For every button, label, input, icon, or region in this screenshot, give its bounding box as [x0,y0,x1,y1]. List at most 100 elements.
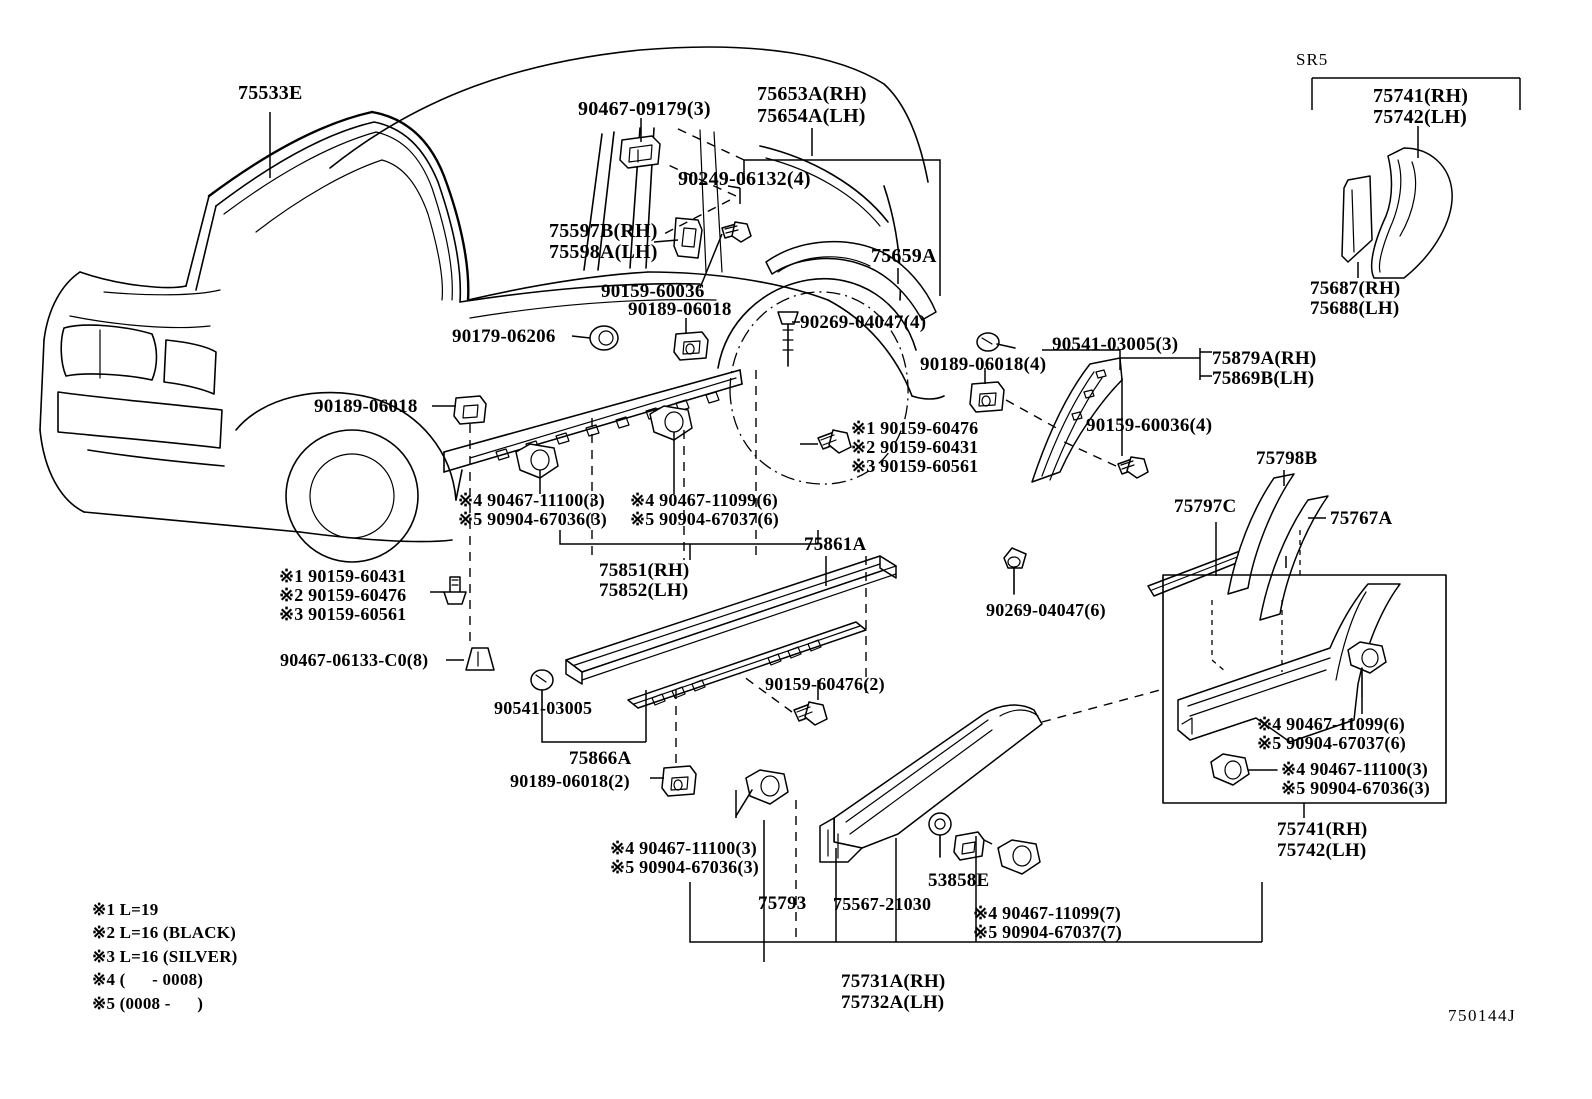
label-90467-06133: 90467-06133-C0(8) [280,650,429,670]
label-75687-rh: 75687(RH) [1310,278,1401,299]
truck-illustration [39,46,945,563]
push-clip-icon-cluster-b [515,443,559,479]
clip-icon-90467-09179 [619,135,661,169]
note-90159-60431-r: ※2 90159-60431 [851,437,979,457]
label-75742-lh-inset: 75742(LH) [1277,840,1367,861]
screw-icon-note-left [443,576,467,605]
note-90467-11099-7: ※4 90467-11099(7) [973,903,1121,923]
label-53858E: 53858E [928,870,990,891]
label-90541-03005-3: 90541-03005(3) [1052,334,1179,355]
label-75851-rh: 75851(RH) [599,560,690,581]
note-90467-11100-3c: ※4 90467-11100(3) [610,838,757,858]
label-sr5-group: SR5 [1296,50,1329,69]
note-90159-60476-l: ※2 90159-60476 [279,585,407,605]
label-75767A: 75767A [1330,508,1393,529]
label-75731A-rh: 75731A(RH) [841,971,946,992]
legend-block: ※1 L=19 ※2 L=16 (BLACK) ※3 L=16 (SILVER)… [92,900,238,1013]
label-75659A: 75659A [871,245,937,267]
diagram-code: 750144J [1448,1006,1517,1025]
label-75688-lh: 75688(LH) [1310,298,1400,319]
label-75533E: 75533E [238,82,303,104]
note-90467-11100-3b: ※4 90467-11100(3) [1281,759,1428,779]
push-clip-icon-cluster-c [649,405,693,441]
label-75732A-lh: 75732A(LH) [841,992,945,1013]
panel-75731A-art [819,704,1043,863]
label-90189-06018: 90189-06018 [628,299,732,320]
push-clip-icon-90467-06133 [465,647,495,671]
label-75741-rh-inset: 75741(RH) [1277,819,1368,840]
note-90467-11099-6b: ※4 90467-11099(6) [1257,714,1405,734]
push-clip-icon-inset-a [1347,641,1387,697]
label-90159-60036-4: 90159-60036(4) [1086,415,1213,436]
label-90541-03005: 90541-03005 [494,698,593,718]
label-75879A-rh: 75879A(RH) [1212,348,1317,369]
rivet-icon-90269-04047-4 [777,311,799,367]
label-90189-06018-4: 90189-06018(4) [920,354,1047,375]
label-90179-06206: 90179-06206 [452,326,556,347]
flare-75741-art [1370,147,1453,279]
clip-icon-90189-06018-4 [969,381,1005,413]
label-75741-rh-top: 75741(RH) [1373,85,1469,107]
label-75793: 75793 [758,893,807,914]
note-90159-60561-r: ※3 90159-60561 [851,456,979,476]
legend-item-4: ※4 ( - 0008) [92,970,204,990]
label-75597B-rh: 75597B(RH) [549,220,658,242]
label-75798B: 75798B [1256,448,1318,469]
clip-icon-90189-06018-mid [673,331,709,361]
push-clip-icon-90467-11099-7 [997,839,1041,875]
legend-item-1: ※1 L=19 [92,900,159,919]
screw-icon-90159-60036-top [721,221,752,243]
moulding-75767A-art [1259,495,1329,621]
push-clip-icon-inset-b [1210,753,1278,786]
screw-icon-90159-60036-4 [1117,456,1149,479]
screw-icon-note-right [817,429,852,454]
label-90159-60036: 90159-60036 [601,281,705,302]
note-90904-67037-6b: ※5 90904-67037(6) [1257,733,1406,753]
label-75852-lh: 75852(LH) [599,580,689,601]
panel-75879A-art [1031,357,1123,483]
label-90467-09179: 90467-09179(3) [578,98,711,120]
moulding-75851-75861A [565,555,897,709]
label-75797C: 75797C [1174,496,1237,517]
note-90159-60476-r: ※1 90159-60476 [851,418,979,438]
label-90269-04047-6: 90269-04047(6) [986,600,1106,620]
note-90904-67036-3a: ※5 90904-67036(3) [458,509,607,529]
note-90904-67037-6a: ※5 90904-67037(6) [630,509,779,529]
label-75866A: 75866A [569,748,632,769]
rivet-icon-90269-04047-6 [1003,547,1027,595]
label-90189-06018-2: 90189-06018(2) [510,771,630,791]
label-75869B-lh: 75869B(LH) [1212,368,1315,389]
note-90467-11100-3a: ※4 90467-11100(3) [458,490,605,510]
note-90159-60431-l: ※1 90159-60431 [279,566,407,586]
retainer-icon-75597B [673,217,703,259]
label-90159-60476-2: 90159-60476(2) [765,674,885,694]
label-75742-lh-top: 75742(LH) [1373,106,1468,128]
label-90189-06018-left: 90189-06018 [314,396,418,417]
note-90904-67037-7: ※5 90904-67037(7) [973,922,1122,942]
screw-icon-90541-03005 [530,669,554,709]
note-90904-67036-3b: ※5 90904-67036(3) [1281,778,1430,798]
clip-icon-90189-06018-left [453,395,487,425]
label-75861A: 75861A [804,534,867,555]
screw-icon-90159-60476-2 [793,701,828,726]
label-90269-04047-4: 90269-04047(4) [800,312,927,333]
label-75567-21030: 75567-21030 [833,894,932,914]
note-90159-60561-l: ※3 90159-60561 [279,604,407,624]
label-75598A-lh: 75598A(LH) [549,241,658,263]
flare-75687-art [1341,175,1373,263]
label-75654A-lh: 75654A(LH) [757,105,866,127]
note-90467-11099-6a: ※4 90467-11099(6) [630,490,778,510]
grommet-icon-53858E [928,812,952,858]
label-90249-06132: 90249-06132(4) [678,168,811,190]
clip-icon-90189-06018-2 [661,765,697,797]
moulding-75798B-art [1227,473,1295,595]
clip-icon-53858E-right [953,831,985,861]
legend-item-2: ※2 L=16 (BLACK) [92,923,237,943]
grommet-icon-90179-06206 [589,325,619,351]
label-75653A-rh: 75653A(RH) [757,83,867,105]
note-90904-67036-3c: ※5 90904-67036(3) [610,857,759,877]
legend-item-3: ※3 L=16 (SILVER) [92,946,238,966]
leader-lines [269,77,1521,962]
